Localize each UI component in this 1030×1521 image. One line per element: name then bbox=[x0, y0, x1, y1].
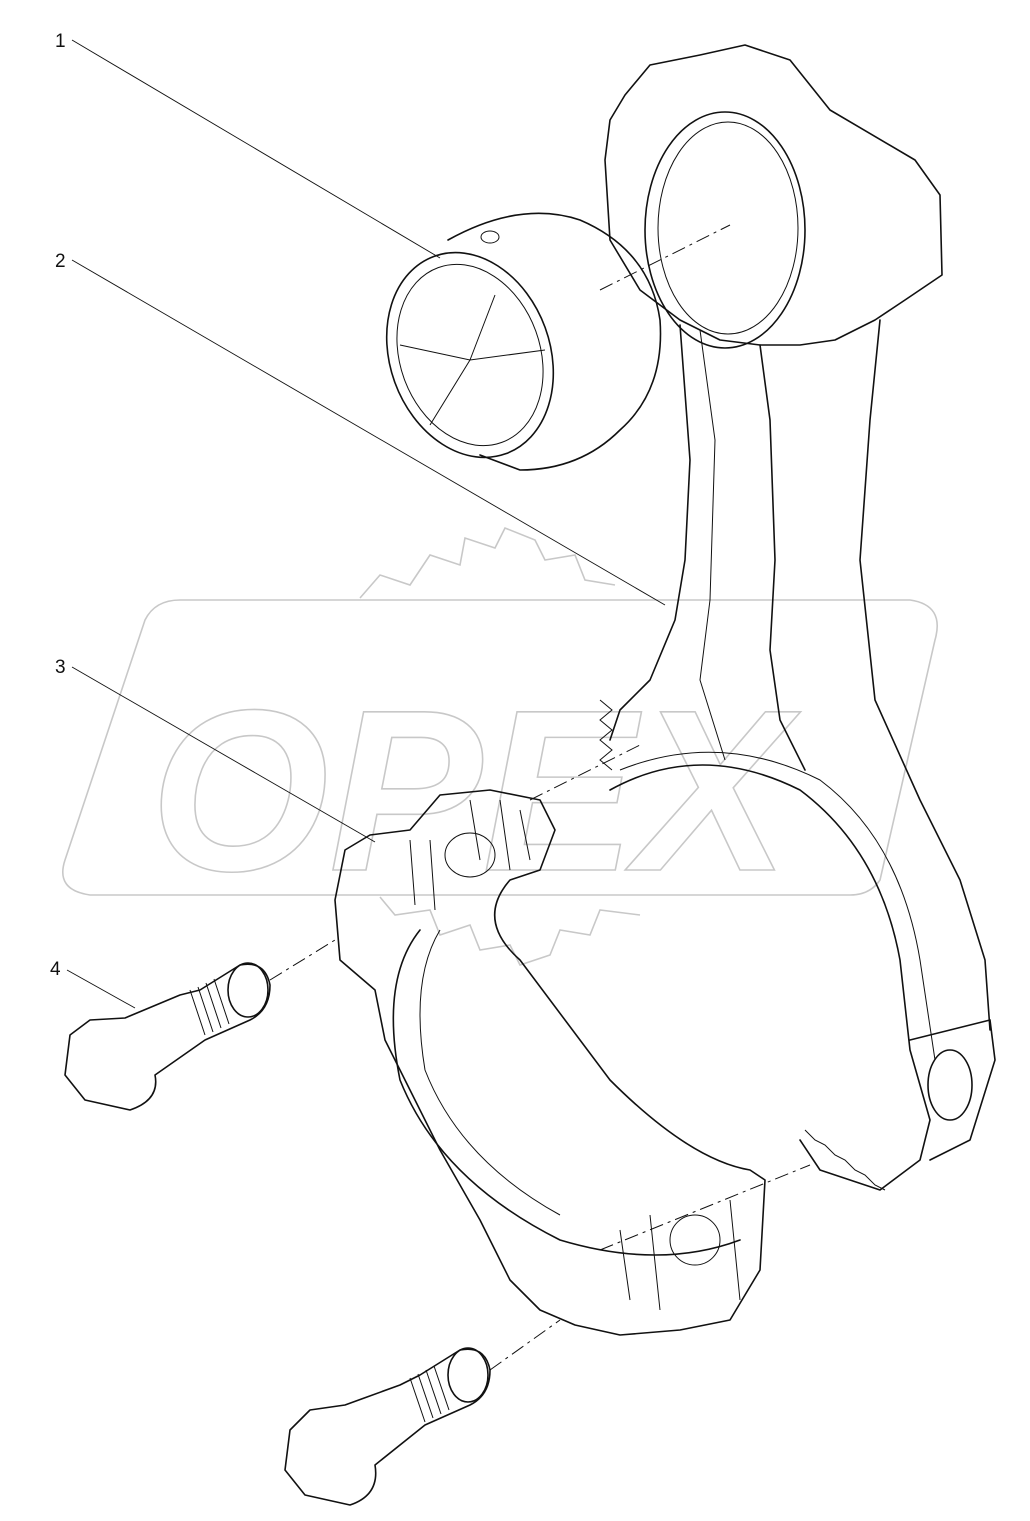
callout-label: 3 bbox=[55, 657, 66, 678]
callout-2: 2 bbox=[55, 251, 666, 606]
callout-3: 3 bbox=[55, 657, 376, 843]
callout-label: 1 bbox=[55, 31, 66, 52]
bolt-lower bbox=[284, 1347, 491, 1506]
connecting-rod bbox=[599, 44, 996, 1191]
callout-4: 4 bbox=[50, 959, 136, 1009]
connecting-rod-cap bbox=[334, 789, 766, 1336]
callout-label: 2 bbox=[55, 251, 66, 272]
bushing bbox=[385, 212, 662, 471]
callout-label: 4 bbox=[50, 959, 61, 980]
watermark-logo: OPEX bbox=[62, 526, 938, 966]
bolt-upper bbox=[64, 962, 271, 1111]
svg-text:OPEX: OPEX bbox=[150, 662, 801, 919]
callout-1: 1 bbox=[55, 31, 441, 259]
